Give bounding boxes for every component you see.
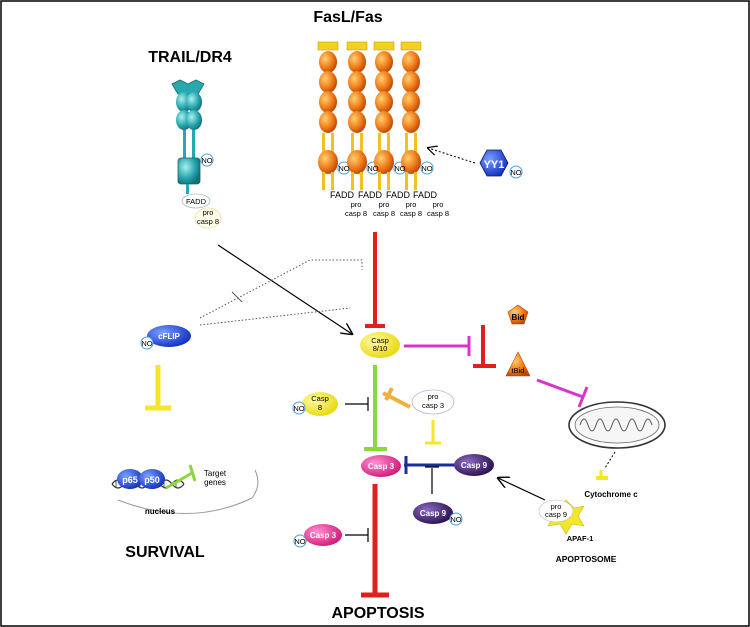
- fas-fadd-label: FADD: [330, 190, 355, 200]
- procasp3-inhibit-bar: [384, 387, 394, 401]
- tbid-to-mito-line: [536, 378, 584, 399]
- casp9-no-node: Casp 9 NO: [413, 502, 463, 526]
- fas-pro-label: pro: [351, 200, 362, 209]
- fas-pro-label: pro: [379, 200, 390, 209]
- cflip-to-fas-dotted: [199, 259, 363, 319]
- apoptosome-to-casp9-arrow: [498, 478, 546, 501]
- casp3-no-node: Casp 3 NO: [293, 524, 342, 548]
- casp8-no-label: NO: [293, 404, 304, 413]
- pro-casp3-label: pro: [428, 392, 439, 401]
- fas-casp8-label: casp 8: [345, 209, 367, 218]
- tbid-label: tBid: [512, 366, 525, 375]
- casp3-no-label: NO: [294, 537, 305, 546]
- fas-pro-label: pro: [433, 200, 444, 209]
- casp9-no-label: NO: [450, 515, 461, 524]
- fas-fadd-label: FADD: [413, 190, 438, 200]
- cflip-label: cFLIP: [158, 332, 180, 341]
- fas-receptor-cluster: NO NO NO NO FADD FADD FADD FADD pro pro …: [317, 41, 449, 218]
- fas-receptor: [317, 41, 351, 190]
- pro-casp9-label-b: casp 9: [545, 510, 567, 519]
- pro-casp9-label: pro: [551, 502, 562, 511]
- nucleus-label: nucleus: [145, 507, 176, 516]
- apoptosis-label: APOPTOSIS: [331, 605, 424, 622]
- p50-label: p50: [144, 475, 160, 485]
- yy1-label: YY1: [484, 159, 505, 171]
- trail-no-label: NO: [201, 156, 212, 165]
- fasl-fas-title: FasL/Fas: [313, 9, 382, 26]
- casp9-node: Casp 9: [454, 454, 494, 476]
- apaf1-label: APAF-1: [567, 534, 594, 543]
- casp8-node: Casp 8 NO: [292, 392, 338, 416]
- apoptosome-label: APOPTOSOME: [556, 554, 617, 564]
- trail-to-casp-arrow: [217, 244, 352, 334]
- casp3-node: Casp 3: [361, 455, 401, 477]
- casp9-label: Casp 9: [461, 461, 488, 470]
- trail-dr4-title: TRAIL/DR4: [148, 49, 232, 66]
- yy1-no-label: NO: [510, 168, 521, 177]
- trail-pro-label: pro: [203, 208, 214, 217]
- fas-casp8-label: casp 8: [427, 209, 449, 218]
- cflip-no-label: NO: [141, 339, 152, 348]
- fas-pro-label: pro: [406, 200, 417, 209]
- tbid-node: tBid: [505, 351, 531, 377]
- cflip-node: cFLIP NO: [140, 325, 191, 350]
- cytochrome-c-label: Cytochrome c: [584, 490, 638, 499]
- casp9-lower-label: Casp 9: [420, 509, 447, 518]
- fas-no-label: NO: [367, 164, 378, 173]
- bid-node: Bid: [507, 304, 529, 325]
- bid-label: Bid: [512, 313, 525, 322]
- mito-to-cytc-dotted: [604, 451, 616, 469]
- fas-fadd-label: FADD: [358, 190, 383, 200]
- nfkb-block: p65 p50 Target genes nucleus: [111, 464, 259, 516]
- target-genes-label: Target: [204, 469, 227, 478]
- casp8-label: Casp: [311, 394, 329, 403]
- fas-casp8-label: casp 8: [400, 209, 422, 218]
- casp8-10-label: Casp: [371, 336, 389, 345]
- casp3-lower-label: Casp 3: [310, 531, 337, 540]
- trail-dr4-receptor: NO FADD pro casp 8: [171, 79, 222, 229]
- fas-no-label: NO: [421, 164, 432, 173]
- fas-fadd-label: FADD: [386, 190, 411, 200]
- casp8-label-b: 8: [318, 403, 322, 412]
- trail-fadd-label: FADD: [186, 197, 207, 206]
- tbid-to-mito-bar: [577, 386, 589, 408]
- casp8-10-label-b: 8/10: [373, 344, 388, 353]
- target-genes-label-b: genes: [204, 478, 226, 487]
- casp3-label: Casp 3: [368, 462, 395, 471]
- casp8-10-node: Casp 8/10: [360, 332, 400, 358]
- apoptosome-node: pro casp 9 APAF-1: [538, 499, 594, 543]
- yy1-to-fas-arrow: [428, 148, 476, 164]
- fas-casp8-label: casp 8: [373, 209, 395, 218]
- fas-no-label: NO: [394, 164, 405, 173]
- fas-no-label: NO: [338, 164, 349, 173]
- trail-casp8-label: casp 8: [197, 217, 219, 226]
- cflip-inhibit-tick: [231, 291, 243, 303]
- yy1-node: YY1 NO: [479, 149, 523, 179]
- survival-label: SURVIVAL: [125, 544, 205, 561]
- pro-casp3-label-b: casp 3: [422, 401, 444, 410]
- p65-label: p65: [122, 475, 138, 485]
- pro-casp3-node: pro casp 3: [411, 389, 455, 415]
- mitochondrion-icon: [568, 401, 666, 449]
- cflip-to-casp-dotted: [199, 307, 351, 326]
